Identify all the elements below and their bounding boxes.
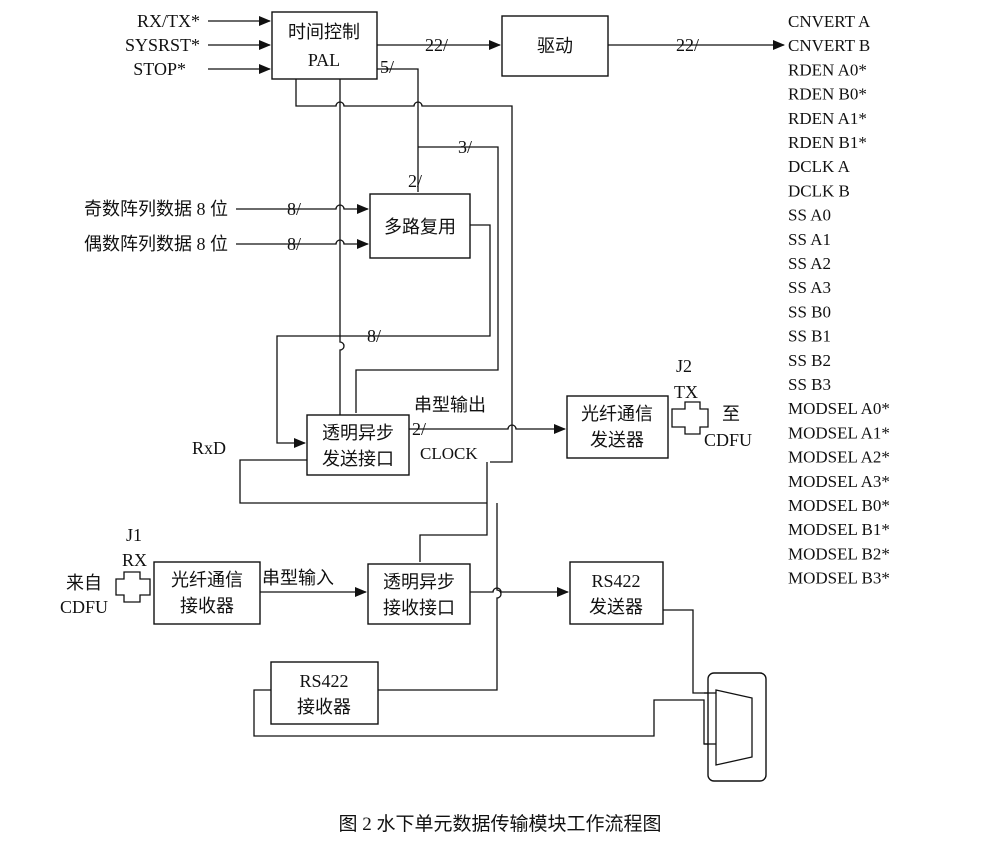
output-signal: SS A0 [788, 206, 831, 225]
output-signal: RDEN B0* [788, 85, 867, 104]
mux-label: 多路复用 [384, 217, 456, 237]
tx-async-label-1: 透明异步 [322, 423, 394, 443]
output-signal: MODSEL B2* [788, 544, 890, 563]
output-signal: MODSEL B3* [788, 569, 890, 588]
output-signal: SS B2 [788, 351, 831, 370]
timing-pal-label-1: 时间控制 [288, 22, 360, 42]
output-signal: DCLK B [788, 181, 850, 200]
j1-label: J1 [126, 525, 142, 545]
output-signal: RDEN A0* [788, 60, 867, 79]
bus-label-2a: 2/ [408, 171, 422, 191]
output-signal: RDEN B1* [788, 133, 867, 152]
output-signal: SS A2 [788, 254, 831, 273]
bus-label-8-feedback: 8/ [367, 326, 381, 346]
output-signal: SS A1 [788, 230, 831, 249]
fiber-tx-block: 光纤通信 发送器 [566, 395, 669, 459]
rs422-rx-label-1: RS422 [299, 671, 348, 691]
j2-label: J2 [676, 356, 692, 376]
tx-async-label-2: 发送接口 [322, 449, 394, 469]
rx-async-label-1: 透明异步 [383, 572, 455, 592]
serial-in-label: 串型输入 [262, 568, 334, 588]
bus-label-22b: 22/ [676, 35, 699, 55]
driver-label: 驱动 [537, 36, 573, 56]
output-signal: MODSEL A0* [788, 399, 890, 418]
db-serial-connector-icon [704, 672, 767, 782]
fiber-rx-block: 光纤通信 接收器 [153, 561, 261, 625]
fiber-rx-label-2: 接收器 [180, 596, 234, 616]
input-stop: STOP* [133, 59, 186, 79]
bus-label-8-odd: 8/ [287, 199, 301, 219]
rs422-rx-block: RS422 接收器 [270, 661, 379, 725]
tx-label: TX [674, 382, 698, 402]
output-signal: MODSEL B1* [788, 520, 890, 539]
j2-connector-icon [671, 401, 709, 435]
rx-label: RX [122, 550, 147, 570]
bus-label-3: 3/ [458, 137, 472, 157]
from-label: 来自 [66, 573, 102, 593]
fiber-tx-label-2: 发送器 [590, 430, 644, 450]
fiber-rx-label-1: 光纤通信 [171, 570, 243, 590]
mux-block: 多路复用 [369, 193, 471, 259]
output-signal: MODSEL B0* [788, 496, 890, 515]
rs422-tx-label-1: RS422 [591, 571, 640, 591]
to-cdfu-label: CDFU [704, 430, 752, 450]
output-signal-list: CNVERT A CNVERT B RDEN A0* RDEN B0* RDEN A1*… [788, 12, 890, 588]
input-sysrst: SYSRST* [125, 35, 200, 55]
output-signal: MODSEL A3* [788, 472, 890, 491]
output-signal: SS B3 [788, 375, 831, 394]
output-signal: SS B1 [788, 327, 831, 346]
output-signal: RDEN A1* [788, 109, 867, 128]
rs422-tx-label-2: 发送器 [589, 597, 643, 617]
j1-connector-icon [115, 571, 151, 603]
output-signal: DCLK A [788, 157, 851, 176]
bus-label-22a: 22/ [425, 35, 448, 55]
bus-label-2b: 2/ [412, 419, 426, 439]
rs422-tx-block: RS422 发送器 [569, 561, 664, 625]
to-label: 至 [722, 404, 740, 424]
fiber-tx-label-1: 光纤通信 [581, 404, 653, 424]
even-array-label: 偶数阵列数据 8 位 [84, 234, 228, 254]
timing-pal-block: 时间控制 PAL [271, 11, 378, 80]
from-cdfu-label: CDFU [60, 597, 108, 617]
rxd-label: RxD [192, 438, 226, 458]
bus-label-5: 5/ [380, 57, 394, 77]
odd-array-label: 奇数阵列数据 8 位 [84, 199, 228, 219]
tx-async-block: 透明异步 发送接口 [306, 414, 410, 476]
output-signal: MODSEL A1* [788, 423, 890, 442]
output-signal: SS B0 [788, 302, 831, 321]
timing-pal-label-2: PAL [308, 50, 340, 70]
bus-label-8-even: 8/ [287, 234, 301, 254]
rx-async-block: 透明异步 接收接口 [367, 563, 471, 625]
clock-label: CLOCK [420, 444, 478, 463]
input-rxtx: RX/TX* [137, 11, 200, 31]
output-signal: SS A3 [788, 278, 831, 297]
output-signal: CNVERT A [788, 12, 871, 31]
output-signal: CNVERT B [788, 36, 870, 55]
driver-block: 驱动 [501, 15, 609, 77]
rs422-rx-label-2: 接收器 [297, 697, 351, 717]
output-signal: MODSEL A2* [788, 448, 890, 467]
serial-out-label: 串型输出 [414, 395, 486, 415]
wires [208, 16, 785, 745]
rx-async-label-2: 接收接口 [383, 598, 455, 618]
figure-caption: 图 2 水下单元数据传输模块工作流程图 [338, 813, 661, 835]
